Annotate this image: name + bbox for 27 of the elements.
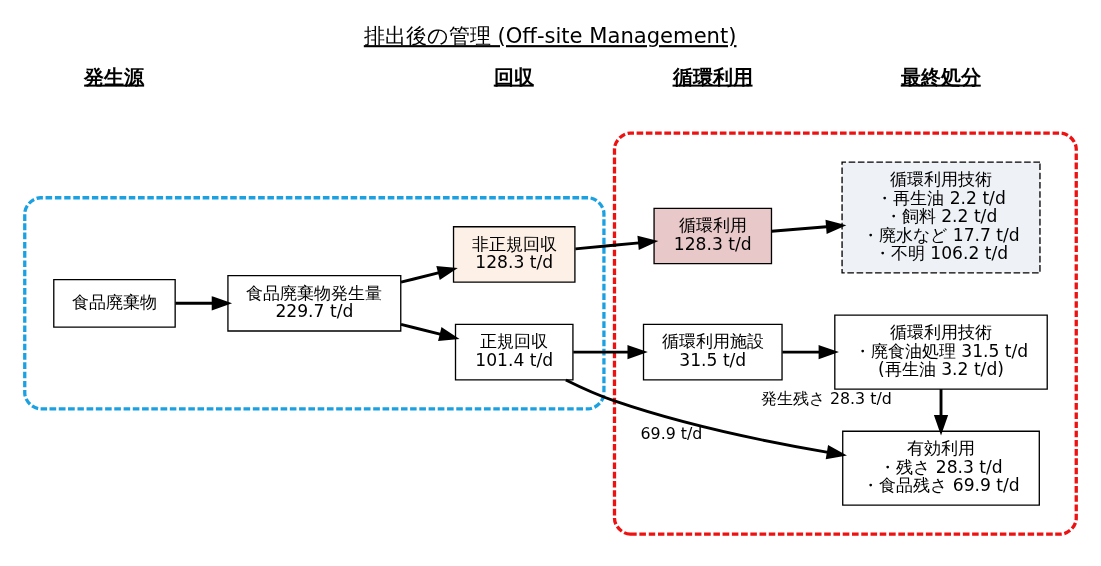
cluster (23, 195, 606, 410)
label: 循環利用 (672, 65, 753, 89)
arrow (175, 295, 233, 310)
arrow (933, 388, 949, 435)
edge-label: 69.9 t/d (640, 423, 703, 443)
cluster (612, 130, 1078, 536)
label: 回収 (493, 65, 534, 89)
arrow (575, 235, 659, 250)
node-box: 循環利用技術 ・再生油 2.2 t/d ・飼料 2.2 t/d ・廃水など 17.7 t/d ・不明 106.2 t/d (841, 160, 1041, 274)
node-box: 正規回収 101.4 t/d (454, 323, 574, 380)
node-box: 食品廃棄物 (53, 278, 176, 328)
node-box: 循環利用施設 31.5 t/d (642, 323, 783, 380)
arrow (782, 344, 839, 359)
node-box: 非正規回収 128.3 t/d (452, 225, 576, 283)
diagram-title: 排出後の管理 (Off-site Management) (363, 22, 737, 48)
arrow (771, 219, 847, 234)
node-box: 循環利用技術 ・廃食油処理 31.5 t/d (再生油 3.2 t/d) (834, 314, 1048, 390)
node-box: 食品廃棄物発生量 229.7 t/d (227, 274, 402, 332)
label: 発生源 (84, 65, 145, 89)
arrow (573, 344, 648, 359)
arrow (400, 322, 460, 341)
edge-label: 発生残さ 28.3 t/d (760, 388, 892, 408)
node-box: 有効利用 ・残さ 28.3 t/d ・食品残さ 69.9 t/d (842, 430, 1040, 506)
label: 最終処分 (900, 65, 981, 89)
arrow (565, 378, 847, 459)
arrow (400, 265, 458, 284)
node-box: 循環利用 128.3 t/d (653, 207, 773, 264)
